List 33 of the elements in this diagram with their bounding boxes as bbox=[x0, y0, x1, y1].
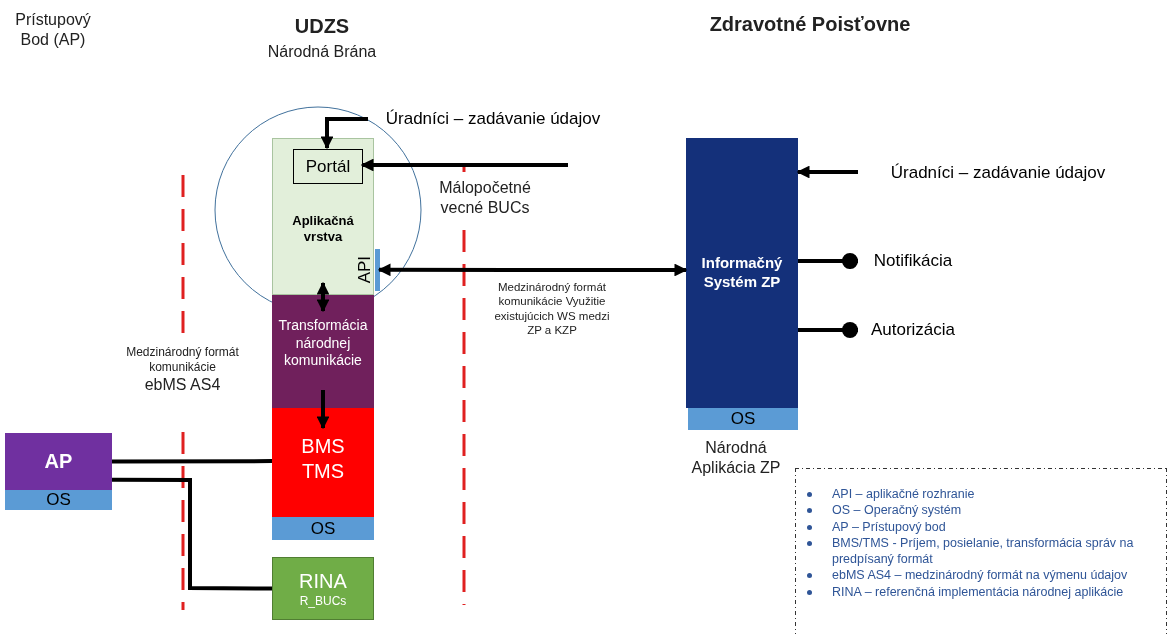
authorization-label: Autorizácia bbox=[858, 318, 968, 342]
subtitle: Národná Brána bbox=[266, 42, 378, 62]
channel-label: Málopočetné vecné BUCs bbox=[438, 178, 532, 218]
os-bar: OS bbox=[5, 490, 112, 510]
column-heading: Zdravotné Poisťovne bbox=[708, 12, 912, 37]
note-item: ebMS AS4 – medzinárodný formát na výmenu údajov bbox=[832, 567, 1128, 584]
portal-box: Portál bbox=[293, 149, 363, 184]
bms-tms-box: BMS TMS bbox=[272, 408, 374, 517]
note-item: AP – Prístupový bod bbox=[832, 518, 946, 535]
channel-label: Medzinárodný formát komunikácie bbox=[125, 345, 240, 375]
note-item: API – aplikačné rozhranie bbox=[832, 486, 975, 503]
connector-arrow bbox=[316, 390, 330, 430]
transformation-box: Transformácia národnej komunikácie bbox=[272, 295, 374, 408]
channel-label: ebMS AS4 bbox=[143, 375, 222, 395]
os-bar: OS bbox=[688, 408, 798, 430]
note-item: RINA – referenčná implementácia národnej aplikácie bbox=[832, 583, 1124, 600]
information-system-box: Informačný Systém ZP bbox=[686, 138, 798, 408]
diagram-title: UDZS bbox=[293, 14, 351, 39]
application-label: Národná Aplikácia ZP bbox=[690, 438, 782, 478]
column-heading: Prístupový Bod (AP) bbox=[14, 10, 92, 50]
channel-label: Medzinárodný formát komunikácie Využitie existujúcich WS medzi ZP a KZP bbox=[493, 280, 611, 338]
access-point-box: AP bbox=[5, 433, 112, 490]
connector-arrow bbox=[316, 281, 330, 313]
notification-label: Notifikácia bbox=[858, 249, 968, 273]
clerk-input-label: Úradníci – zadávanie údajov bbox=[858, 160, 1138, 186]
rina-box: RINA R_BUCs bbox=[272, 557, 374, 620]
connector-arrow bbox=[796, 165, 858, 179]
layer-label: Aplikačná vrstva bbox=[291, 213, 355, 246]
connector-arrow bbox=[377, 263, 688, 277]
note-item: OS – Operačný systém bbox=[832, 502, 962, 519]
api-port: API bbox=[355, 249, 380, 291]
clerk-input-label: Úradníci – zadávanie údajov bbox=[368, 106, 618, 132]
os-bar: OS bbox=[272, 517, 374, 540]
